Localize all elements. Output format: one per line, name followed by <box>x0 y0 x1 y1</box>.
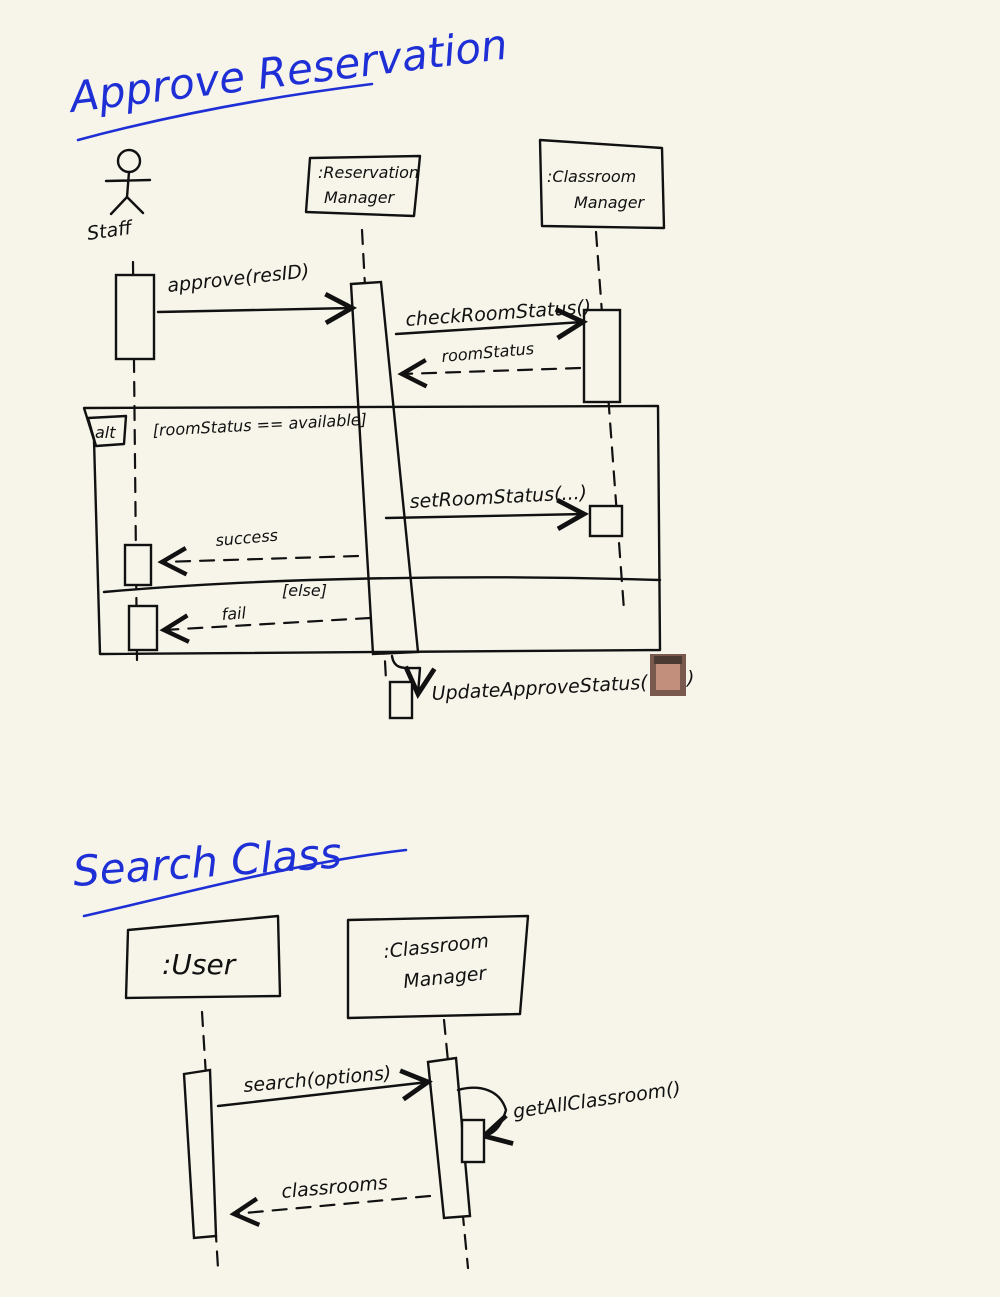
staff-lifeline <box>131 260 139 662</box>
set-status-activation <box>588 504 624 538</box>
diagram-title: Approve Reservation <box>64 20 510 123</box>
room-status-label: roomStatus <box>441 339 535 366</box>
update-self-call-arrow <box>390 654 420 694</box>
lifeline-reservation-manager: :Reservation Manager <box>304 154 422 218</box>
approve-message-label: approve(resID) <box>166 260 310 297</box>
lifeline-class: Manager <box>324 188 396 207</box>
lifeline-class: Manager <box>574 193 646 212</box>
set-status-message-arrow <box>384 514 584 518</box>
lifeline-box <box>538 138 666 230</box>
else-divider <box>102 576 662 594</box>
room-status-return-arrow <box>402 368 582 374</box>
lifeline-name: :Classroom <box>382 930 490 963</box>
update-activation <box>388 680 414 720</box>
lifeline-classroom-manager: :Classroom Manager <box>538 138 666 230</box>
search-message-label: search(options) <box>243 1062 393 1097</box>
lifeline-name: :Classroom <box>547 167 636 186</box>
get-all-message-label: getAllClassroom() <box>512 1078 683 1123</box>
get-all-self-call-arrow <box>456 1086 506 1136</box>
diagram-title: Search Class <box>71 828 343 896</box>
else-guard: [else] <box>282 581 327 600</box>
pasted-photo-thumbnail <box>650 654 686 696</box>
check-message-label: checkRoomStatus() <box>405 296 592 331</box>
lifeline-name: :User <box>162 948 237 981</box>
title-underline <box>76 82 374 142</box>
photo-face <box>656 660 680 690</box>
lifeline-box <box>346 914 530 1020</box>
lifeline-classroom-manager: :Classroom Manager <box>346 914 530 1020</box>
classroom-lifeline <box>594 230 626 612</box>
lifeline-box <box>124 914 282 1000</box>
actor-head <box>116 148 142 174</box>
photo-hair <box>654 656 682 664</box>
staff-actor: Staff <box>86 148 152 245</box>
approve-reservation-diagram: Approve Reservation Staff :Reservation M… <box>64 20 694 720</box>
set-status-message-label: setRoomStatus(...) <box>409 482 587 513</box>
classroom-activation <box>426 1056 472 1220</box>
search-class-diagram: Search Class :User :Classroom Manager se… <box>71 828 683 1270</box>
reservation-activation <box>349 280 420 656</box>
lifeline-class: Manager <box>402 962 488 993</box>
title-underline <box>82 848 408 918</box>
staff-fail-activation <box>127 604 159 652</box>
check-message-arrow <box>394 322 583 334</box>
alt-tag-box <box>86 414 128 448</box>
get-all-activation <box>460 1118 486 1164</box>
update-message-close: ) <box>685 667 694 689</box>
classrooms-return-arrow <box>234 1194 432 1214</box>
staff-activation <box>114 273 156 361</box>
fail-label: fail <box>221 603 247 624</box>
actor-body <box>104 170 152 216</box>
update-message-label: UpdateApproveStatus( <box>431 672 650 705</box>
success-label: success <box>215 526 279 550</box>
staff-label: Staff <box>86 217 136 245</box>
classroom-activation <box>582 308 622 404</box>
lifeline-box <box>304 154 422 218</box>
fail-return-arrow <box>164 618 372 630</box>
user-activation <box>182 1068 218 1240</box>
alt-guard: [roomStatus == available] <box>152 410 367 440</box>
lifeline-name: :Reservation <box>318 163 419 182</box>
approve-message-arrow <box>156 308 352 312</box>
classrooms-label: classrooms <box>281 1172 389 1203</box>
success-return-arrow <box>162 556 360 562</box>
search-message-arrow <box>216 1082 428 1108</box>
lifeline-user: :User <box>124 914 282 1000</box>
alt-tag: alt <box>95 423 116 442</box>
staff-success-activation <box>123 543 153 587</box>
